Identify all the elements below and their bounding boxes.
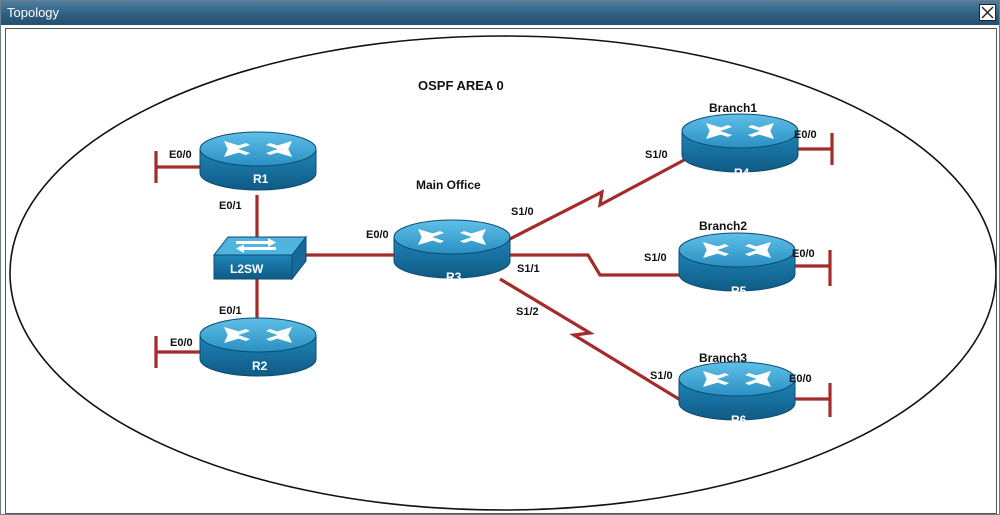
link-r3-r5-serial [506, 253, 682, 277]
r3-e00-label: E0/0 [366, 229, 389, 241]
topology-canvas: L2SW R1 R2 R3 R4 R5 [5, 28, 997, 514]
r1-e01-label: E0/1 [219, 200, 242, 212]
branch2-label: Branch2 [699, 219, 747, 233]
router-r6[interactable]: R6 [678, 361, 796, 427]
r2-e00-label: E0/0 [170, 337, 193, 349]
router-r4-label: R4 [734, 166, 750, 180]
switch-l2sw[interactable]: L2SW [212, 235, 308, 281]
branch3-label: Branch3 [699, 351, 747, 365]
router-r3-label: R3 [446, 270, 462, 284]
main-office-label: Main Office [416, 178, 481, 192]
r6-s10-label: S1/0 [650, 370, 673, 382]
r4-s10-label: S1/0 [645, 149, 668, 161]
router-r4[interactable]: R4 [681, 113, 799, 180]
links [154, 133, 834, 417]
r3-s12-label: S1/2 [516, 306, 539, 318]
r1-e00-label: E0/0 [169, 149, 192, 161]
router-r5[interactable]: R5 [678, 232, 796, 298]
switch-label: L2SW [230, 262, 264, 276]
router-r1[interactable]: R1 [199, 131, 317, 191]
r2-e01-label: E0/1 [219, 305, 242, 317]
r4-e00-label: E0/0 [794, 129, 817, 141]
close-button[interactable] [979, 4, 996, 21]
router-r6-label: R6 [731, 413, 747, 427]
topology-diagram: L2SW R1 R2 R3 R4 R5 [9, 35, 996, 511]
switch-arrows-icon [236, 238, 276, 253]
r5-s10-label: S1/0 [644, 252, 667, 264]
window-title: Topology [7, 5, 60, 20]
r5-e00-label: E0/0 [792, 248, 815, 260]
router-r2[interactable]: R2 [199, 317, 317, 377]
r3-s10-label: S1/0 [511, 206, 534, 218]
link-r3-r6-serial [499, 277, 683, 403]
ospf-area-boundary [9, 35, 996, 511]
router-r3[interactable]: R3 [393, 219, 511, 284]
r6-e00-label: E0/0 [789, 373, 812, 385]
router-r5-label: R5 [731, 284, 747, 298]
area-label: OSPF AREA 0 [418, 78, 504, 93]
router-r2-label: R2 [252, 359, 268, 373]
title-bar[interactable]: Topology [1, 1, 999, 25]
router-r1-label: R1 [253, 172, 269, 186]
r3-s11-label: S1/1 [517, 263, 540, 275]
link-r3-r4-serial [505, 157, 687, 243]
close-icon [981, 6, 994, 19]
branch1-label: Branch1 [709, 101, 757, 115]
